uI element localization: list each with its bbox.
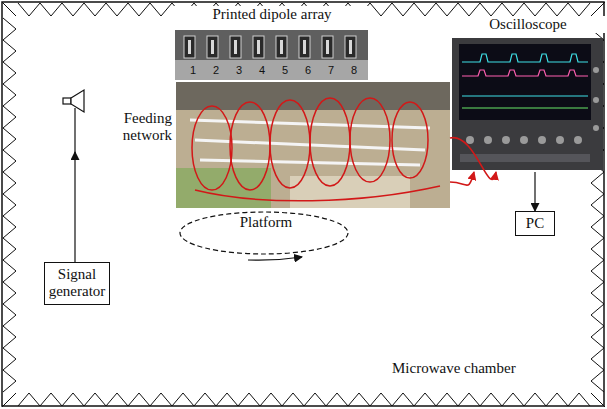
dipole-array-photo	[175, 30, 368, 80]
oscilloscope-photo	[452, 38, 603, 170]
feeding-network-photo	[176, 82, 450, 208]
oscilloscope: Oscilloscope	[450, 16, 606, 172]
callout-number: 1	[186, 63, 200, 77]
node-label: Feeding network	[108, 110, 172, 145]
callout-number: 4	[255, 63, 269, 77]
cable	[450, 172, 474, 185]
chamber-wall	[2, 2, 604, 406]
feeding-network: Feeding network	[108, 82, 450, 208]
connector	[450, 138, 496, 186]
feed-line	[74, 152, 75, 262]
connector-line	[534, 172, 535, 211]
callout-number: 5	[278, 63, 292, 77]
antenna-mast	[74, 108, 75, 154]
callout-number: 6	[301, 63, 315, 77]
node-label: Printed dipole array	[173, 6, 371, 23]
callout-number: 8	[347, 63, 361, 77]
antenna-under-test: Printed dipole array	[173, 6, 371, 81]
rotation-arrow	[248, 257, 302, 260]
connector	[535, 172, 536, 211]
node-label: Platform	[178, 214, 354, 231]
node-label: PC	[518, 215, 552, 232]
callout-number: 3	[232, 63, 246, 77]
callout-number: 2	[209, 63, 223, 77]
process-box: Signal generator	[44, 262, 110, 305]
horn-antenna	[63, 90, 84, 112]
callout-number: 7	[324, 63, 338, 77]
node-label: Oscilloscope	[450, 16, 606, 33]
process-box: PC	[515, 211, 555, 236]
turntable-platform: Platform	[178, 210, 354, 256]
cable	[450, 138, 496, 180]
node-label: Microwave chamber	[392, 360, 516, 377]
node-label: Signal generator	[47, 266, 107, 301]
